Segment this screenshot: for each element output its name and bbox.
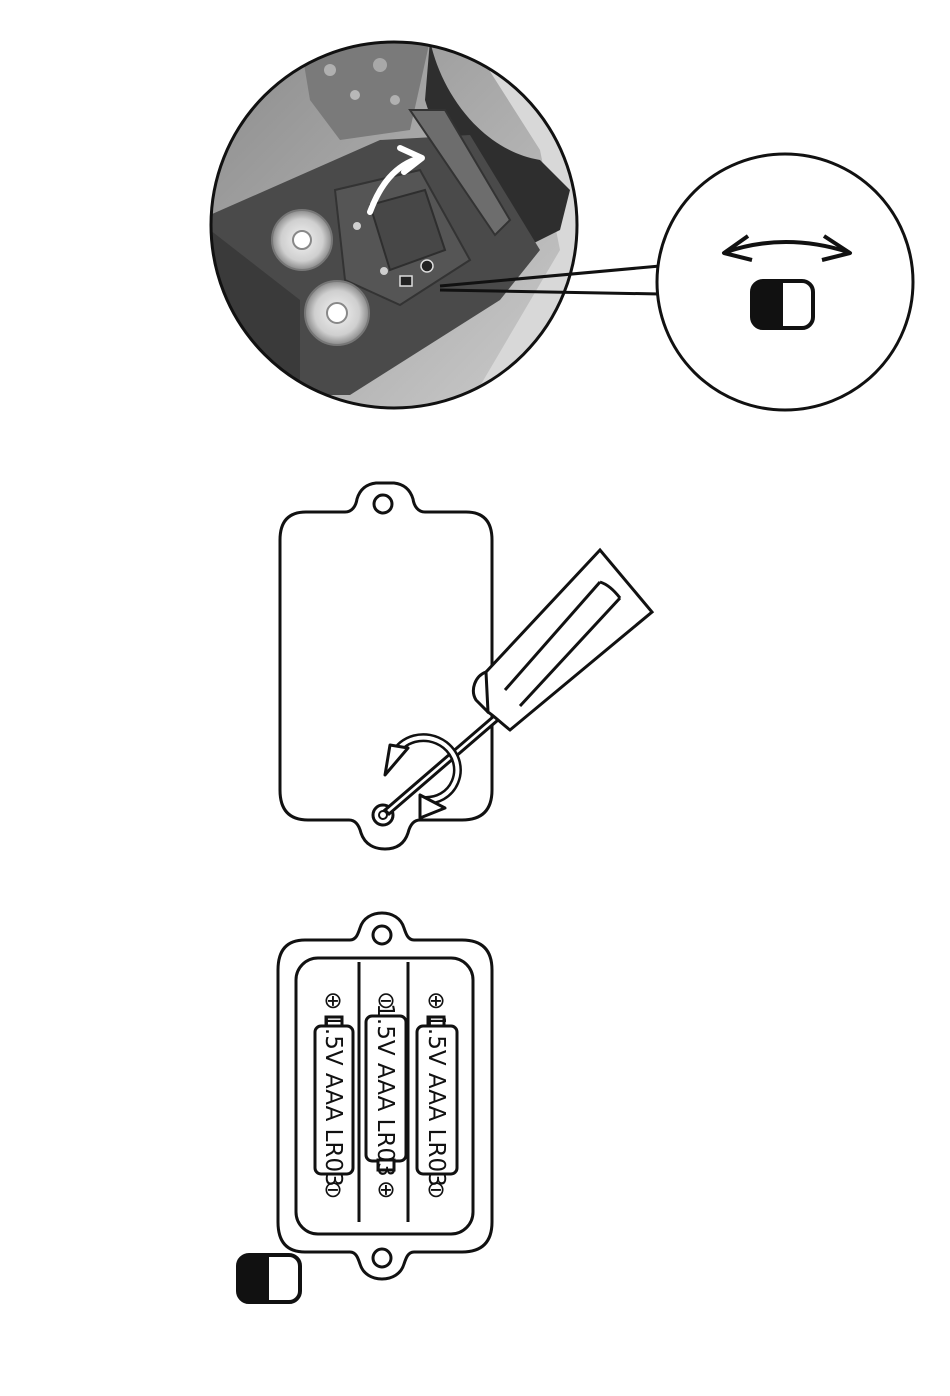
switch-zoom-detail [657, 154, 913, 410]
cover-top-hole [374, 495, 392, 513]
switch-off-icon [238, 1255, 300, 1302]
compartment-top-hole [373, 926, 391, 944]
switch-off-icon [752, 281, 813, 328]
battery-label: 1.5V AAA LR03 [320, 1013, 346, 1186]
compartment-bottom-hole [373, 1249, 391, 1267]
battery-label: 1.5V AAA LR03 [423, 1013, 449, 1186]
polarity-bottom: ⊖ [323, 1177, 342, 1203]
step2-remove-cover [280, 483, 652, 849]
polarity-top: ⊕ [323, 988, 342, 1014]
polarity-bottom: ⊕ [376, 1177, 395, 1203]
step1-photo [200, 30, 590, 420]
polarity-top: ⊕ [426, 988, 445, 1014]
polarity-bottom: ⊖ [426, 1177, 445, 1203]
battery-cover [280, 483, 492, 849]
battery-label: 1.5V AAA LR03 [372, 1003, 398, 1176]
step3-battery-compartment: ⊕ 1.5V AAA LR03 ⊖ ⊖ 1.5V AAA LR03 ⊕ ⊕ 1.… [278, 913, 492, 1279]
